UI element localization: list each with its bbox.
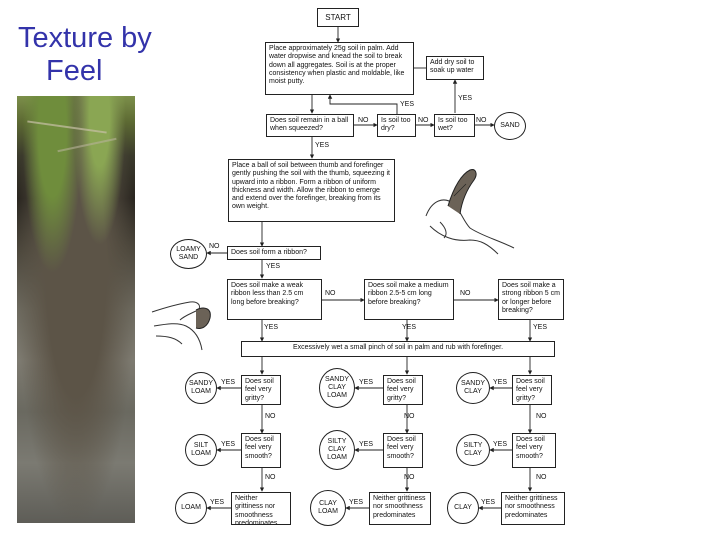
result-silty-clay-loam: SILTY CLAY LOAM (319, 430, 355, 470)
result-loam: LOAM (175, 492, 207, 524)
label-no-weak: NO (325, 290, 336, 297)
label-yes-medium: YES (402, 324, 417, 331)
label-yes-neither-weak: YES (210, 499, 225, 506)
place-soil-instruction: Place approximately 25g soil in palm. Ad… (265, 42, 414, 95)
smooth-question-weak: Does soil feel very smooth? (241, 433, 281, 468)
slide-title: Texture by Feel (18, 22, 218, 88)
label-yes-smooth-medium: YES (359, 441, 374, 448)
result-silty-clay: SILTY CLAY (456, 434, 490, 466)
label-yes-weak: YES (264, 324, 279, 331)
medium-ribbon-question: Does soil make a medium ribbon 2.5-5 cm … (364, 279, 454, 320)
soil-profile-photo (17, 96, 135, 523)
neither-question-strong: Neither grittiness nor smoothness predom… (501, 492, 565, 525)
neither-question-medium: Neither grittiness nor smoothness predom… (369, 492, 431, 525)
ribbon-instruction: Place a ball of soil between thumb and f… (228, 159, 395, 222)
smooth-question-strong: Does soil feel very smooth? (512, 433, 556, 468)
label-yes-neither-strong: YES (481, 499, 496, 506)
too-wet-question: Is soil too wet? (434, 114, 475, 137)
slide-title-line-2: Feel (46, 55, 103, 87)
neither-question-weak: Neither grittiness nor smoothness predom… (231, 492, 291, 525)
label-yes-dry: YES (400, 101, 415, 108)
gritty-question-strong: Does soil feel very gritty? (512, 375, 552, 405)
ball-squeezed-question: Does soil remain in a ball when squeezed… (266, 114, 354, 137)
smooth-question-medium: Does soil feel very smooth? (383, 433, 423, 468)
too-dry-question: Is soil too dry? (377, 114, 416, 137)
label-yes-gritty-strong: YES (493, 379, 508, 386)
result-clay: CLAY (447, 492, 479, 524)
weak-ribbon-question: Does soil make a weak ribbon less than 2… (227, 279, 322, 320)
label-no-smooth-strong: NO (536, 474, 547, 481)
label-yes-strong: YES (533, 324, 548, 331)
gritty-question-medium: Does soil feel very gritty? (383, 375, 423, 405)
start-node: START (317, 8, 359, 27)
label-yes-ribbon: YES (266, 263, 281, 270)
result-sand: SAND (494, 112, 526, 140)
form-ribbon-question: Does soil form a ribbon? (227, 246, 321, 260)
label-no-dry: NO (418, 117, 429, 124)
label-yes-smooth-strong: YES (493, 441, 508, 448)
label-no-gritty-medium: NO (404, 413, 415, 420)
hand-ribbon-illustration (425, 169, 515, 255)
label-yes-wet: YES (458, 95, 473, 102)
label-yes-smooth-weak: YES (221, 441, 236, 448)
gritty-question-weak: Does soil feel very gritty? (241, 375, 281, 405)
slide-title-line-1: Texture by (18, 22, 152, 54)
label-no-ribbon: NO (209, 243, 220, 250)
label-no-ball: NO (358, 117, 369, 124)
label-no-smooth-weak: NO (265, 474, 276, 481)
result-loamy-sand: LOAMY SAND (170, 239, 207, 269)
result-sandy-clay: SANDY CLAY (456, 372, 490, 404)
wet-pinch-instruction: Excessively wet a small pinch of soil in… (241, 341, 555, 357)
label-no-wet: NO (476, 117, 487, 124)
label-yes-neither-medium: YES (349, 499, 364, 506)
strong-ribbon-question: Does soil make a strong ribbon 5 cm or l… (498, 279, 564, 320)
hand-pinch-illustration (151, 301, 211, 351)
label-no-smooth-medium: NO (404, 474, 415, 481)
label-yes-ball: YES (315, 142, 330, 149)
result-clay-loam: CLAY LOAM (310, 490, 346, 526)
label-yes-gritty-weak: YES (221, 379, 236, 386)
result-silt-loam: SILT LOAM (185, 434, 217, 466)
result-sandy-clay-loam: SANDY CLAY LOAM (319, 368, 355, 408)
result-sandy-loam: SANDY LOAM (185, 372, 217, 404)
label-no-gritty-strong: NO (536, 413, 547, 420)
label-no-medium: NO (460, 290, 471, 297)
add-dry-soil-box: Add dry soil to soak up water (426, 56, 484, 80)
label-yes-gritty-medium: YES (359, 379, 374, 386)
label-no-gritty-weak: NO (265, 413, 276, 420)
